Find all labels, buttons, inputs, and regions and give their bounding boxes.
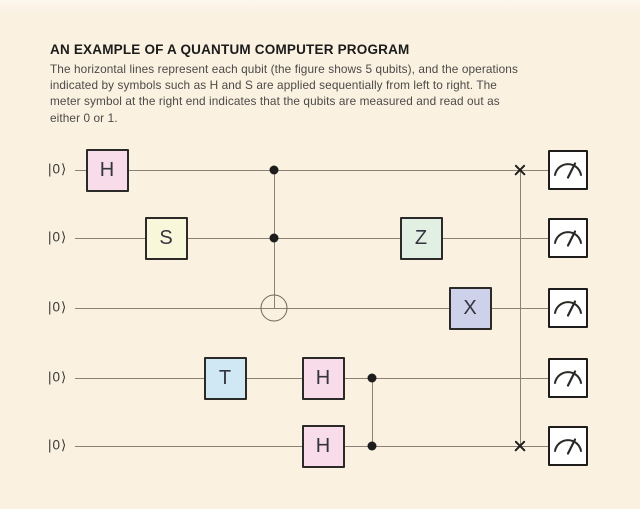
swap-connector <box>520 170 521 446</box>
qubit-state-label: |0⟩ <box>48 437 68 453</box>
qubit-wire <box>75 238 548 239</box>
meter-dial <box>554 229 582 247</box>
hadamard-gate: H <box>301 356 345 400</box>
qubit-state-label: |0⟩ <box>48 299 68 315</box>
t-gate: T <box>203 356 247 400</box>
meter-dial <box>554 369 582 387</box>
caption-line: either 0 or 1. <box>50 110 118 125</box>
cnot-target-icon <box>260 294 288 322</box>
control-dot <box>367 441 377 451</box>
meter-icon <box>548 425 588 466</box>
hadamard-gate: H <box>85 148 129 192</box>
qubit-state-label: |0⟩ <box>48 229 68 245</box>
s-gate: S <box>144 216 188 260</box>
meter-icon <box>548 357 588 398</box>
qubit-wire <box>75 308 548 309</box>
caption-line: meter symbol at the right end indicates … <box>50 94 500 109</box>
z-gate: Z <box>399 216 443 260</box>
control-dot <box>269 165 279 175</box>
swap-cross-icon <box>514 164 526 176</box>
meter-icon <box>548 287 588 328</box>
cz-connector <box>372 378 373 446</box>
meter-icon <box>548 149 588 190</box>
x-gate: X <box>448 286 492 330</box>
figure-title: AN EXAMPLE OF A QUANTUM COMPUTER PROGRAM <box>50 42 410 57</box>
figure-caption: AN EXAMPLE OF A QUANTUM COMPUTER PROGRAM… <box>50 42 530 126</box>
meter-dial <box>554 437 582 455</box>
meter-dial <box>554 299 582 317</box>
meter-dial <box>554 161 582 179</box>
control-dot <box>269 233 279 243</box>
meter-icon <box>548 217 588 258</box>
caption-line: indicated by symbols such as H and S are… <box>50 78 497 93</box>
caption-line: The horizontal lines represent each qubi… <box>50 62 518 76</box>
qubit-state-label: |0⟩ <box>48 369 68 385</box>
hadamard-gate: H <box>301 424 345 468</box>
qubit-state-label: |0⟩ <box>48 161 68 177</box>
swap-cross-icon <box>514 440 526 452</box>
qubit-wire <box>75 170 548 171</box>
control-dot <box>367 373 377 383</box>
